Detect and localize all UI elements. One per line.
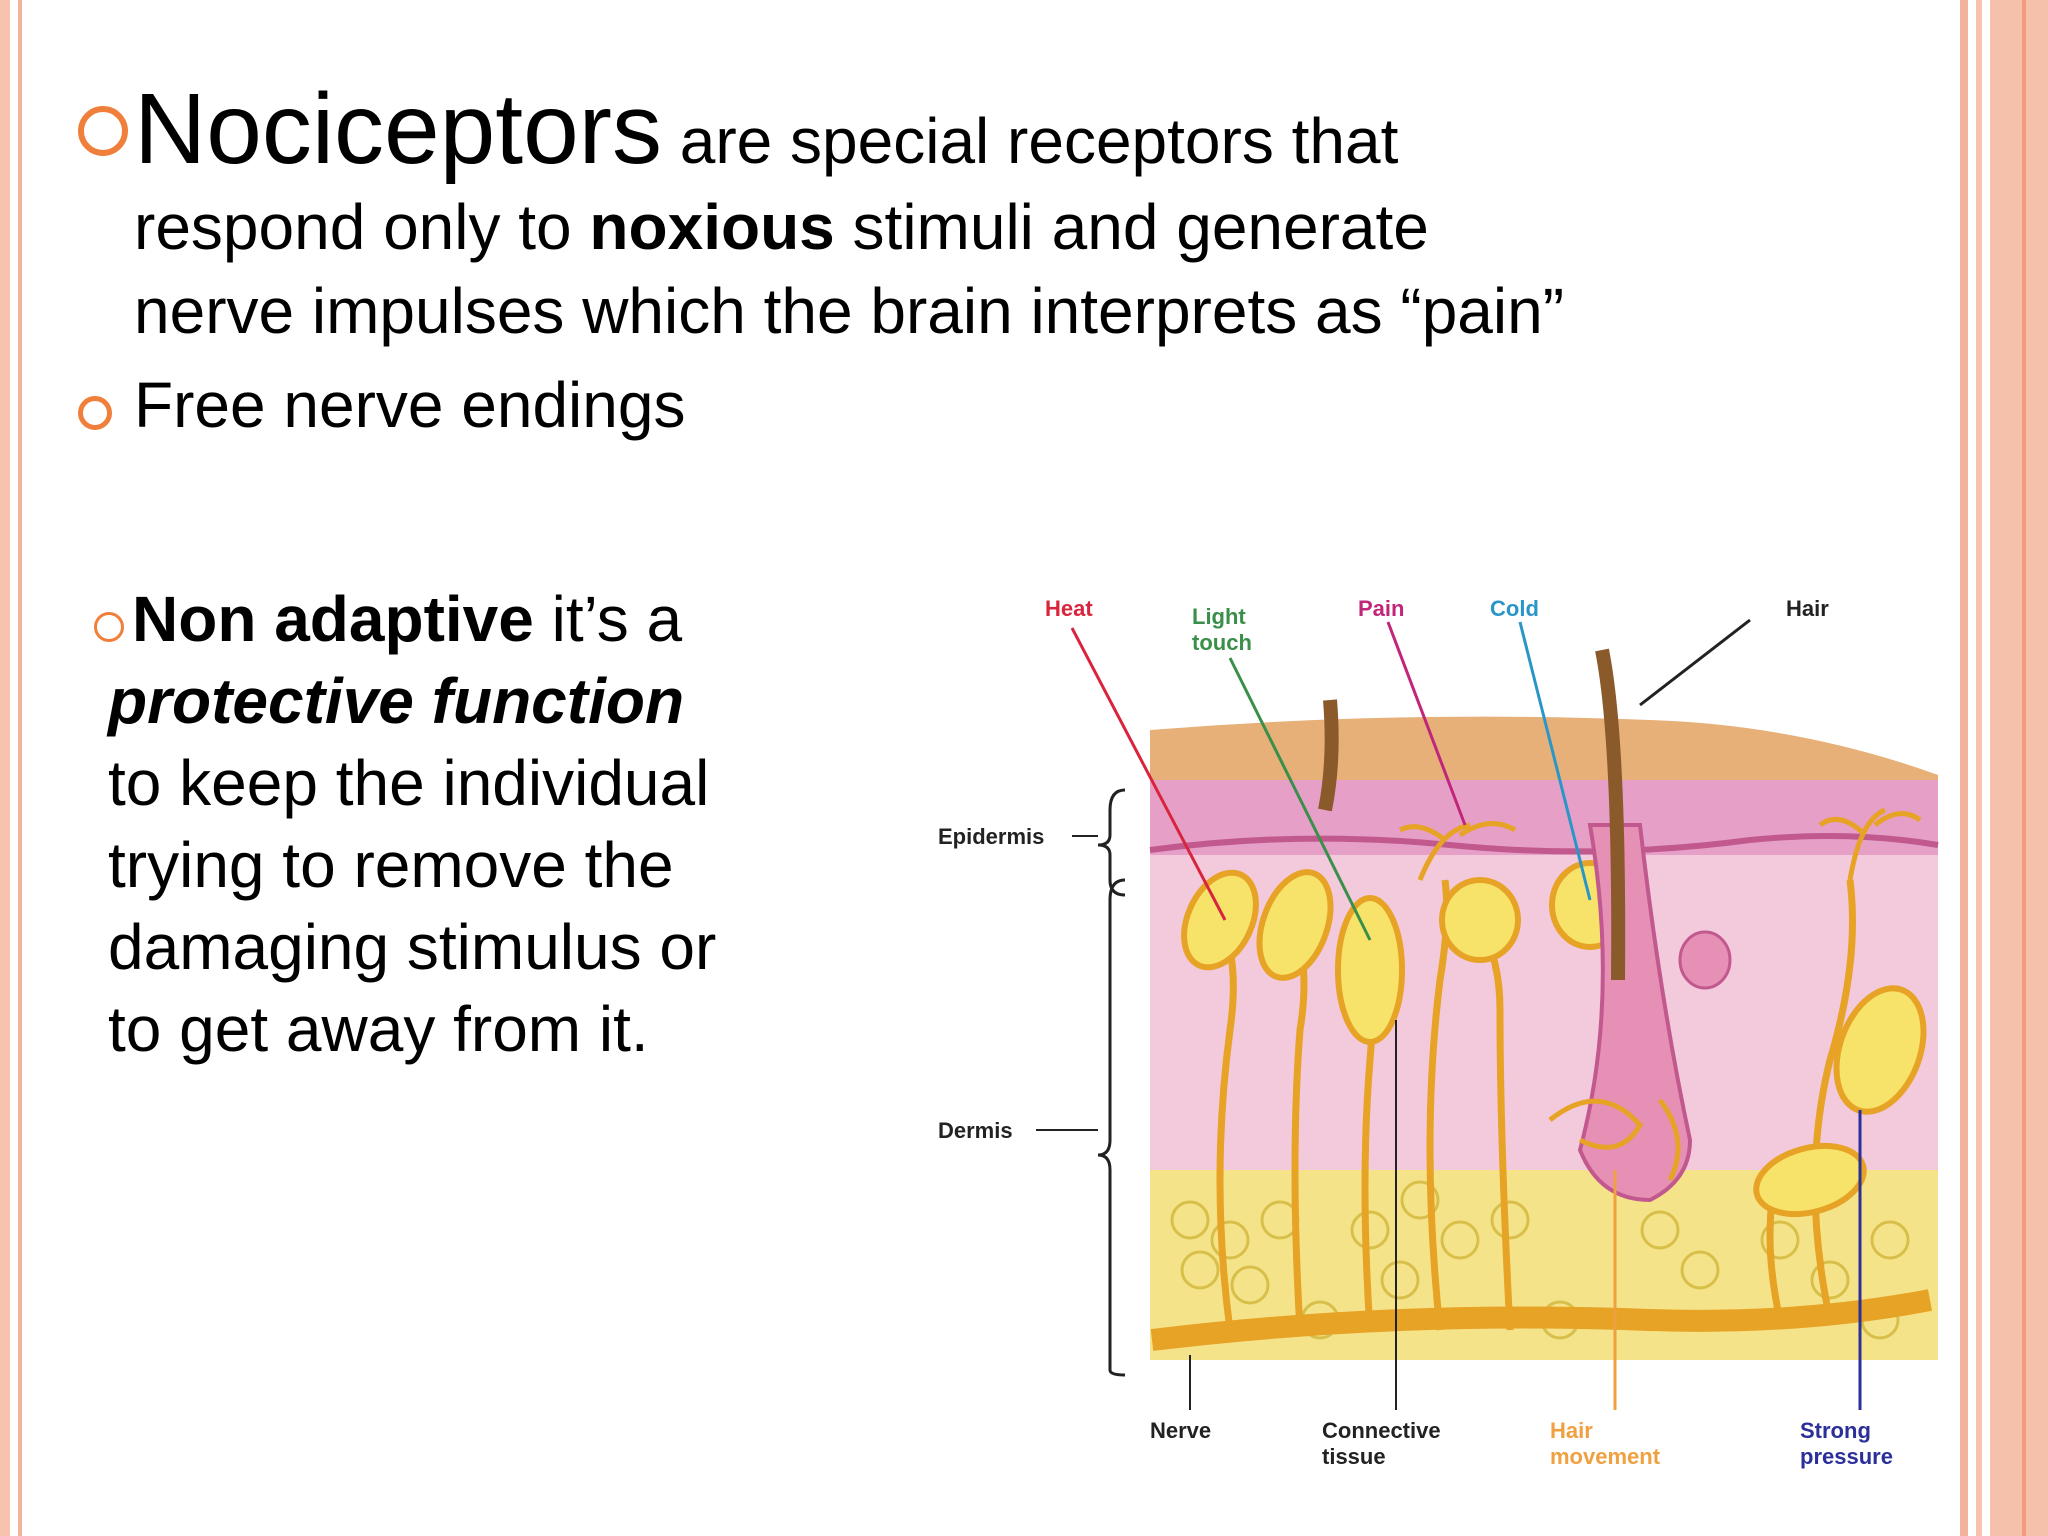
bullet-free-nerve-endings: Free nerve endings: [134, 369, 686, 441]
term-nociceptors: Nociceptors: [134, 73, 662, 185]
non-adaptive-line3: to keep the individual: [108, 747, 710, 819]
epidermis-cell-line: [1149, 833, 1939, 855]
non-adaptive-line1: Non adaptive it’s a: [108, 578, 808, 660]
fat-cells: [1170, 1180, 1910, 1340]
non-adaptive-line4: trying to remove the: [108, 829, 674, 901]
non-adaptive-line2: protective function: [108, 660, 808, 742]
bullet-nociceptors-line2: respond only to noxious stimuli and gene…: [134, 190, 1429, 264]
epidermis-brace: [1097, 788, 1126, 897]
label-hair-movement-1: Hair: [1550, 1418, 1593, 1443]
bullet-nociceptors-line3: nerve impulses which the brain interpret…: [134, 275, 1564, 347]
bullet-ring-icon: [94, 612, 124, 642]
cold-leader: [1518, 621, 1592, 901]
label-dermis: Dermis: [938, 1118, 1013, 1143]
slide-border-left-line: [18, 0, 22, 1536]
label-pain: Pain: [1358, 596, 1404, 621]
term-non-adaptive: Non adaptive: [132, 583, 534, 655]
light-touch-leader: [1228, 657, 1372, 941]
label-tissue: tissue: [1322, 1444, 1386, 1469]
term-protective-function: protective function: [108, 665, 685, 737]
label-nerve: Nerve: [1150, 1418, 1211, 1443]
slide-border-left: [0, 0, 10, 1536]
slide-border-right-b: [1976, 0, 1982, 1536]
hair-plexus: [1548, 1098, 1681, 1182]
receptor-capsules: [1181, 860, 1927, 1218]
line1-rest: are special receptors that: [661, 105, 1399, 177]
hair-leader: [1639, 618, 1751, 707]
heat-leader: [1070, 627, 1227, 921]
skin-receptors-diagram: Heat Light touch Pain Cold Hair Epidermi…: [900, 580, 1960, 1480]
label-heat: Heat: [1045, 596, 1093, 621]
label-strong: Strong: [1800, 1418, 1871, 1443]
label-light: Light: [1192, 604, 1246, 629]
label-hair: Hair: [1786, 596, 1829, 621]
slide-border-right-d: [2022, 0, 2026, 1536]
bullet-non-adaptive: Non adaptive it’s a protective function …: [108, 578, 808, 1070]
label-pressure: pressure: [1800, 1444, 1893, 1469]
slide-border-right-a: [1960, 0, 1968, 1536]
non-adaptive-rest: it’s a: [533, 583, 683, 655]
label-connective: Connective: [1322, 1418, 1441, 1443]
bullet-nociceptors-line1: Nociceptors are special receptors that: [134, 72, 1398, 187]
label-touch: touch: [1192, 630, 1252, 655]
dermis-brace: [1097, 878, 1126, 1377]
slide-border-right-c: [1990, 0, 2048, 1536]
hair-stub: [1318, 699, 1339, 812]
sebaceous-gland: [1678, 930, 1732, 990]
hair-shaft: [1595, 648, 1626, 981]
non-adaptive-line5: damaging stimulus or: [108, 911, 717, 983]
epidermis-layer: [1150, 780, 1938, 860]
bullet-ring-icon: [78, 396, 112, 430]
free-nerve-endings: [1398, 807, 1922, 881]
line2-post: stimuli and generate: [834, 191, 1429, 263]
line2-pre: respond only to: [134, 191, 590, 263]
label-hair-movement-2: movement: [1550, 1444, 1661, 1469]
skin-diagram-svg: Heat Light touch Pain Cold Hair Epidermi…: [938, 596, 1939, 1469]
pain-leader: [1386, 621, 1467, 826]
label-epidermis: Epidermis: [938, 824, 1044, 849]
label-cold: Cold: [1490, 596, 1539, 621]
term-noxious: noxious: [589, 191, 835, 263]
bullet-ring-icon: [78, 106, 128, 156]
non-adaptive-line6: to get away from it.: [108, 993, 649, 1065]
